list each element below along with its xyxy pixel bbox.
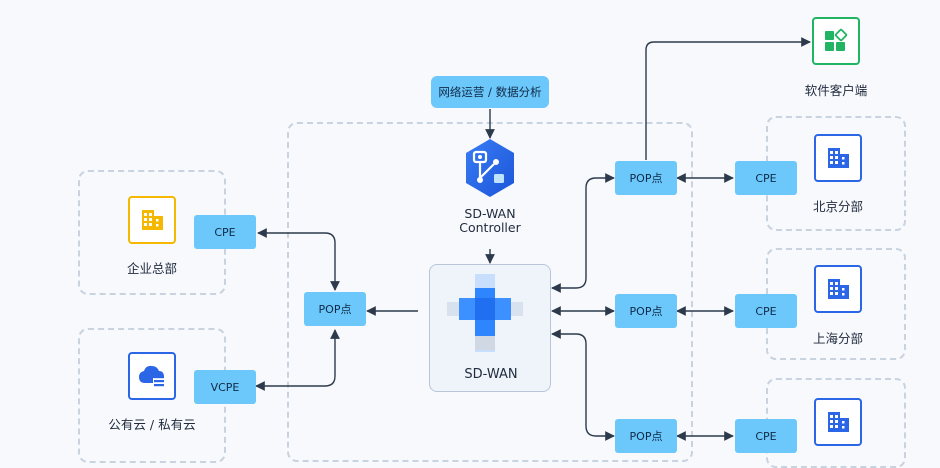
cpe-hq: CPE — [194, 215, 256, 249]
cloud-label: 公有云 / 私有云 — [108, 417, 196, 432]
software-client-label: 软件客户端 — [804, 83, 868, 98]
shanghai-building-icon — [814, 265, 862, 313]
pop-left: POP点 — [304, 292, 366, 326]
cpe-branch3: CPE — [735, 419, 797, 453]
beijing-label: 北京分部 — [812, 199, 863, 214]
hq-cpe-to-pop-line — [257, 228, 340, 291]
vcpe-cloud: VCPE — [194, 370, 256, 404]
software-client-icon — [812, 17, 860, 65]
cpe-beijing: CPE — [735, 161, 797, 195]
branch3-building-icon — [814, 398, 862, 446]
ops-analysis-box: 网络运营 / 数据分析 — [431, 76, 549, 108]
connection-lines — [255, 37, 811, 441]
cpe-shanghai: CPE — [735, 294, 797, 328]
vcpe-to-pop-line — [255, 329, 340, 391]
pop-top: POP点 — [615, 161, 677, 195]
controller-icon — [466, 139, 514, 197]
sdwan-to-pop-bottom-line — [551, 329, 615, 441]
cloud-icon — [128, 352, 176, 400]
pop-mid: POP点 — [615, 294, 677, 328]
network-diagram: 网络运营 / 数据分析 SD-WAN Controller SD-W — [78, 17, 906, 468]
beijing-building-icon — [814, 134, 862, 182]
sdwan-core-box: SD-WAN — [429, 264, 551, 392]
hq-label: 企业总部 — [126, 261, 177, 276]
sdwan-core-label: SD-WAN — [464, 367, 518, 382]
pop-bottom: POP点 — [615, 419, 677, 453]
sdwan-to-pop-top-line — [551, 173, 615, 293]
controller-label-line1: SD-WAN — [464, 206, 516, 221]
sdwan-icon — [447, 274, 523, 352]
controller-label-line2: Controller — [459, 220, 521, 235]
hq-building-icon — [128, 196, 176, 244]
pop-to-software-client-line — [645, 37, 811, 160]
shanghai-label: 上海分部 — [812, 331, 863, 346]
